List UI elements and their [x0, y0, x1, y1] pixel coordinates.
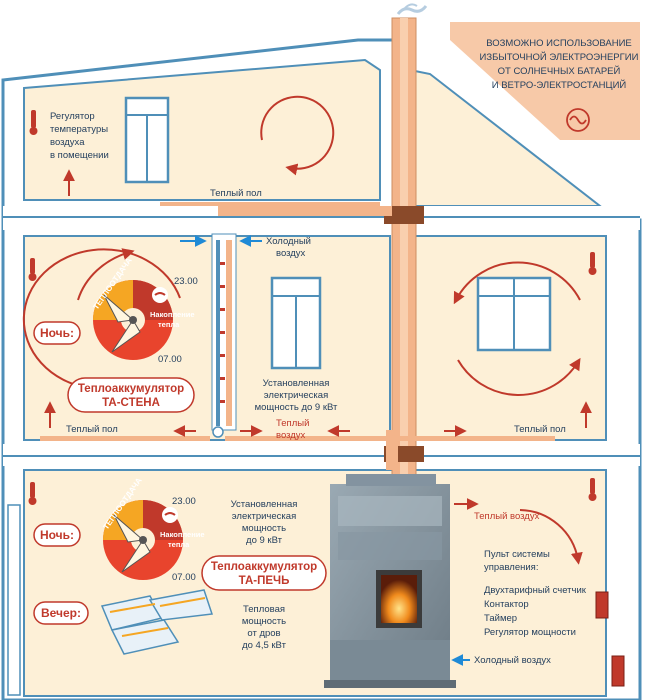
stove-heater-icon	[324, 474, 456, 688]
night-label: Ночь:	[40, 528, 74, 542]
notice-line-2: ИЗБЫТОЧНОЙ ЭЛЕКТРОЭНЕРГИИ	[480, 51, 639, 63]
ground-contents: ТЕПЛООТДАЧА Накопление тепла 23.00 07.00…	[7, 474, 625, 696]
ta-pech-power-line-1: Установленная	[231, 499, 298, 510]
ta-stena-power-line-1: Установленная	[263, 378, 330, 389]
middle-window	[270, 276, 322, 370]
thermostat-icon	[588, 252, 597, 275]
right-window	[476, 276, 552, 352]
dial-storage-line-2: тепла	[158, 320, 180, 329]
control-item-1: Двухтарифный счетчик	[484, 585, 587, 596]
wood-power-line-4: до 4,5 кВт	[242, 640, 286, 651]
ta-pech-power-line-3: мощность	[242, 523, 286, 534]
wood-power-line-2: мощность	[242, 616, 286, 627]
warm-air-line-1: Теплый	[276, 418, 309, 429]
control-panel-icon	[595, 591, 625, 687]
ta-pech-power-line-4: до 9 кВт	[246, 535, 283, 546]
cold-air-line-2: воздух	[276, 248, 306, 259]
ta-pech-dial-icon: ТЕПЛООТДАЧА Накопление тепла 23.00 07.00	[101, 476, 204, 583]
ta-stena-line-1: Теплоаккумулятор	[78, 383, 184, 395]
middle-right-contents: Теплый пол	[444, 252, 597, 437]
dial-storage-line-1: Накопление	[150, 310, 195, 319]
house-outline	[1, 38, 642, 700]
control-item-2: Контактор	[484, 599, 529, 610]
thermostat-icon	[588, 478, 597, 501]
dial-time-top: 23.00	[174, 276, 198, 287]
middle-right-circulation	[453, 261, 581, 305]
night-badge	[33, 523, 81, 547]
ac-sine-icon	[566, 108, 590, 132]
dial-time-bottom: 07.00	[158, 354, 182, 365]
dial-time-bottom: 07.00	[172, 572, 196, 583]
ground-radiator	[7, 504, 21, 696]
middle-warm-floor-left: Теплый пол	[66, 424, 118, 435]
wood-power-line-3: от дров	[247, 628, 280, 639]
middle-duct-system	[40, 206, 555, 470]
attic-circulation-arrow	[260, 95, 335, 176]
dial-storage-line-2: тепла	[168, 540, 190, 549]
attic-warm-floor: Теплый пол	[210, 188, 262, 199]
wood-power-line-1: Тепловая	[243, 604, 285, 615]
ta-pech-power-line-2: электрическая	[232, 511, 296, 522]
ta-stena-power-line-3: мощность до 9 кВт	[255, 402, 338, 413]
control-item-4: Регулятор мощности	[484, 627, 576, 638]
attic-contents: Регулятор температуры воздуха в помещени…	[29, 95, 380, 206]
dial-storage-line-1: Накопление	[160, 530, 205, 539]
ground-warm-air: Теплый воздух	[474, 511, 540, 522]
ground-cold-air: Холодный воздух	[474, 655, 551, 666]
ta-pech-line-1: Теплоаккумулятор	[211, 561, 317, 573]
ta-stena-line-2: ТА-СТЕНА	[102, 397, 160, 409]
dial-time-top: 23.00	[172, 496, 196, 507]
control-title-line-2: управления:	[484, 562, 538, 573]
warm-air-line-2: воздух	[276, 430, 306, 441]
attic-window	[124, 96, 170, 184]
thermostat-icon	[28, 482, 37, 505]
evening-label: Вечер:	[41, 606, 81, 620]
control-item-3: Таймер	[484, 613, 517, 624]
evening-badge	[33, 601, 89, 625]
notice-line-1: ВОЗМОЖНО ИСПОЛЬЗОВАНИЕ	[486, 38, 631, 49]
notice-line-4: И ВЕТРО-ЭЛЕКТРОСТАНЦИЙ	[492, 79, 627, 91]
ta-pech-badge	[201, 555, 327, 591]
thermostat-icon	[28, 258, 37, 281]
regulator-line-3: воздуха	[50, 137, 85, 148]
thermostat-icon	[29, 110, 38, 135]
night-badge	[33, 321, 81, 345]
control-title-line-1: Пульт системы	[484, 549, 550, 560]
ta-stena-badge	[67, 377, 195, 413]
regulator-line-4: в помещении	[50, 150, 109, 161]
cold-air-line-1: Холодный	[266, 236, 311, 247]
middle-left-circulation	[22, 248, 181, 393]
regulator-line-2: температуры	[50, 124, 108, 135]
ta-stena-power-line-2: электрическая	[264, 390, 328, 401]
ta-pech-line-2: ТА-ПЕЧЬ	[239, 575, 290, 587]
electricity-notice: ВОЗМОЖНО ИСПОЛЬЗОВАНИЕ ИЗБЫТОЧНОЙ ЭЛЕКТР…	[450, 22, 640, 140]
notice-line-3: ОТ СОЛНЕЧНЫХ БАТАРЕЙ	[498, 65, 621, 77]
middle-warm-floor-right: Теплый пол	[514, 424, 566, 435]
middle-left-contents: Холодный воздух ТЕПЛООТДАЧА Накопление т…	[22, 235, 350, 441]
night-label: Ночь:	[40, 326, 74, 340]
firewood-icon	[100, 589, 214, 655]
regulator-line-1: Регулятор	[50, 111, 95, 122]
